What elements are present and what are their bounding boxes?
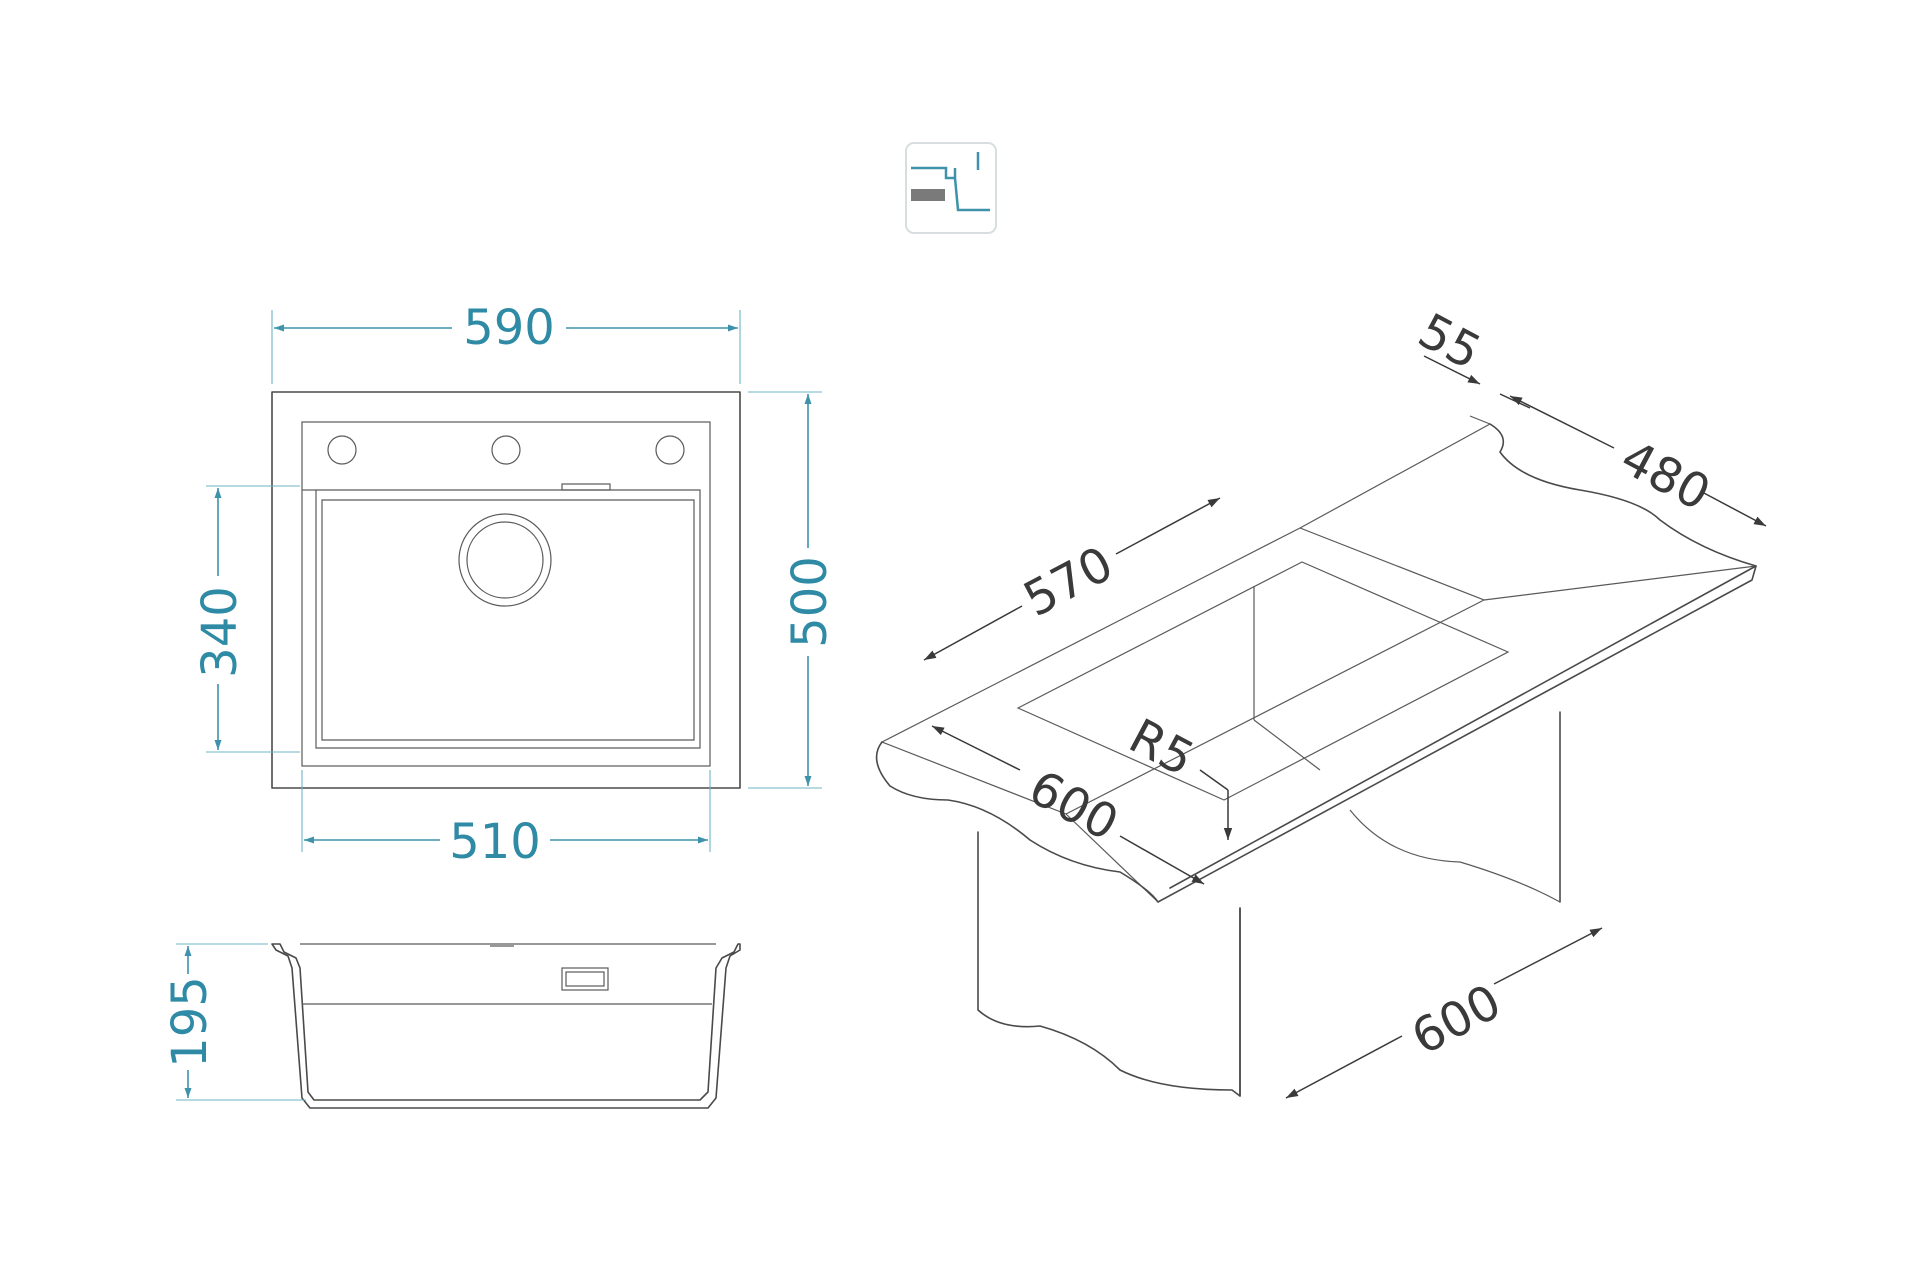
worktop-front-edge bbox=[875, 565, 1757, 903]
dim-overall-width: 590 bbox=[463, 300, 555, 356]
dim-bowl-depth: 340 bbox=[192, 586, 248, 678]
sink-outer-rim bbox=[271, 391, 741, 789]
dim-bowl-width: 510 bbox=[449, 814, 541, 870]
bowl-outline bbox=[315, 489, 701, 749]
overflow-outlet bbox=[561, 967, 609, 991]
sink-section-profile bbox=[271, 943, 741, 1109]
drain-outer bbox=[458, 513, 552, 607]
overflow-slot bbox=[561, 483, 611, 491]
dim-drainer: 55 bbox=[1409, 303, 1489, 381]
section-view: 195 bbox=[162, 943, 741, 1109]
cabinet-left bbox=[977, 831, 1241, 1097]
tap-hole-center bbox=[491, 435, 521, 465]
dim-section-height: 195 bbox=[162, 976, 218, 1068]
plan-view: 590 500 340 510 bbox=[192, 300, 838, 870]
dim-worktop-depth: 600 bbox=[1020, 760, 1127, 852]
tap-hole-right bbox=[655, 435, 685, 465]
dim-radius: R5 bbox=[1120, 708, 1203, 787]
dim-cabinet-depth: 480 bbox=[1612, 430, 1719, 522]
inset-mount-icon bbox=[905, 142, 997, 234]
drain-inner bbox=[466, 521, 544, 599]
sink-inner-edge bbox=[301, 421, 711, 767]
tap-hole-left bbox=[327, 435, 357, 465]
sink-cutout bbox=[1016, 561, 1510, 801]
dim-cutout-width: 570 bbox=[1015, 536, 1122, 628]
dim-cabinet-width: 600 bbox=[1403, 974, 1510, 1066]
dim-overall-depth: 500 bbox=[782, 556, 838, 648]
isometric-view: 55 480 570 R5 600 600 bbox=[875, 303, 1767, 1099]
